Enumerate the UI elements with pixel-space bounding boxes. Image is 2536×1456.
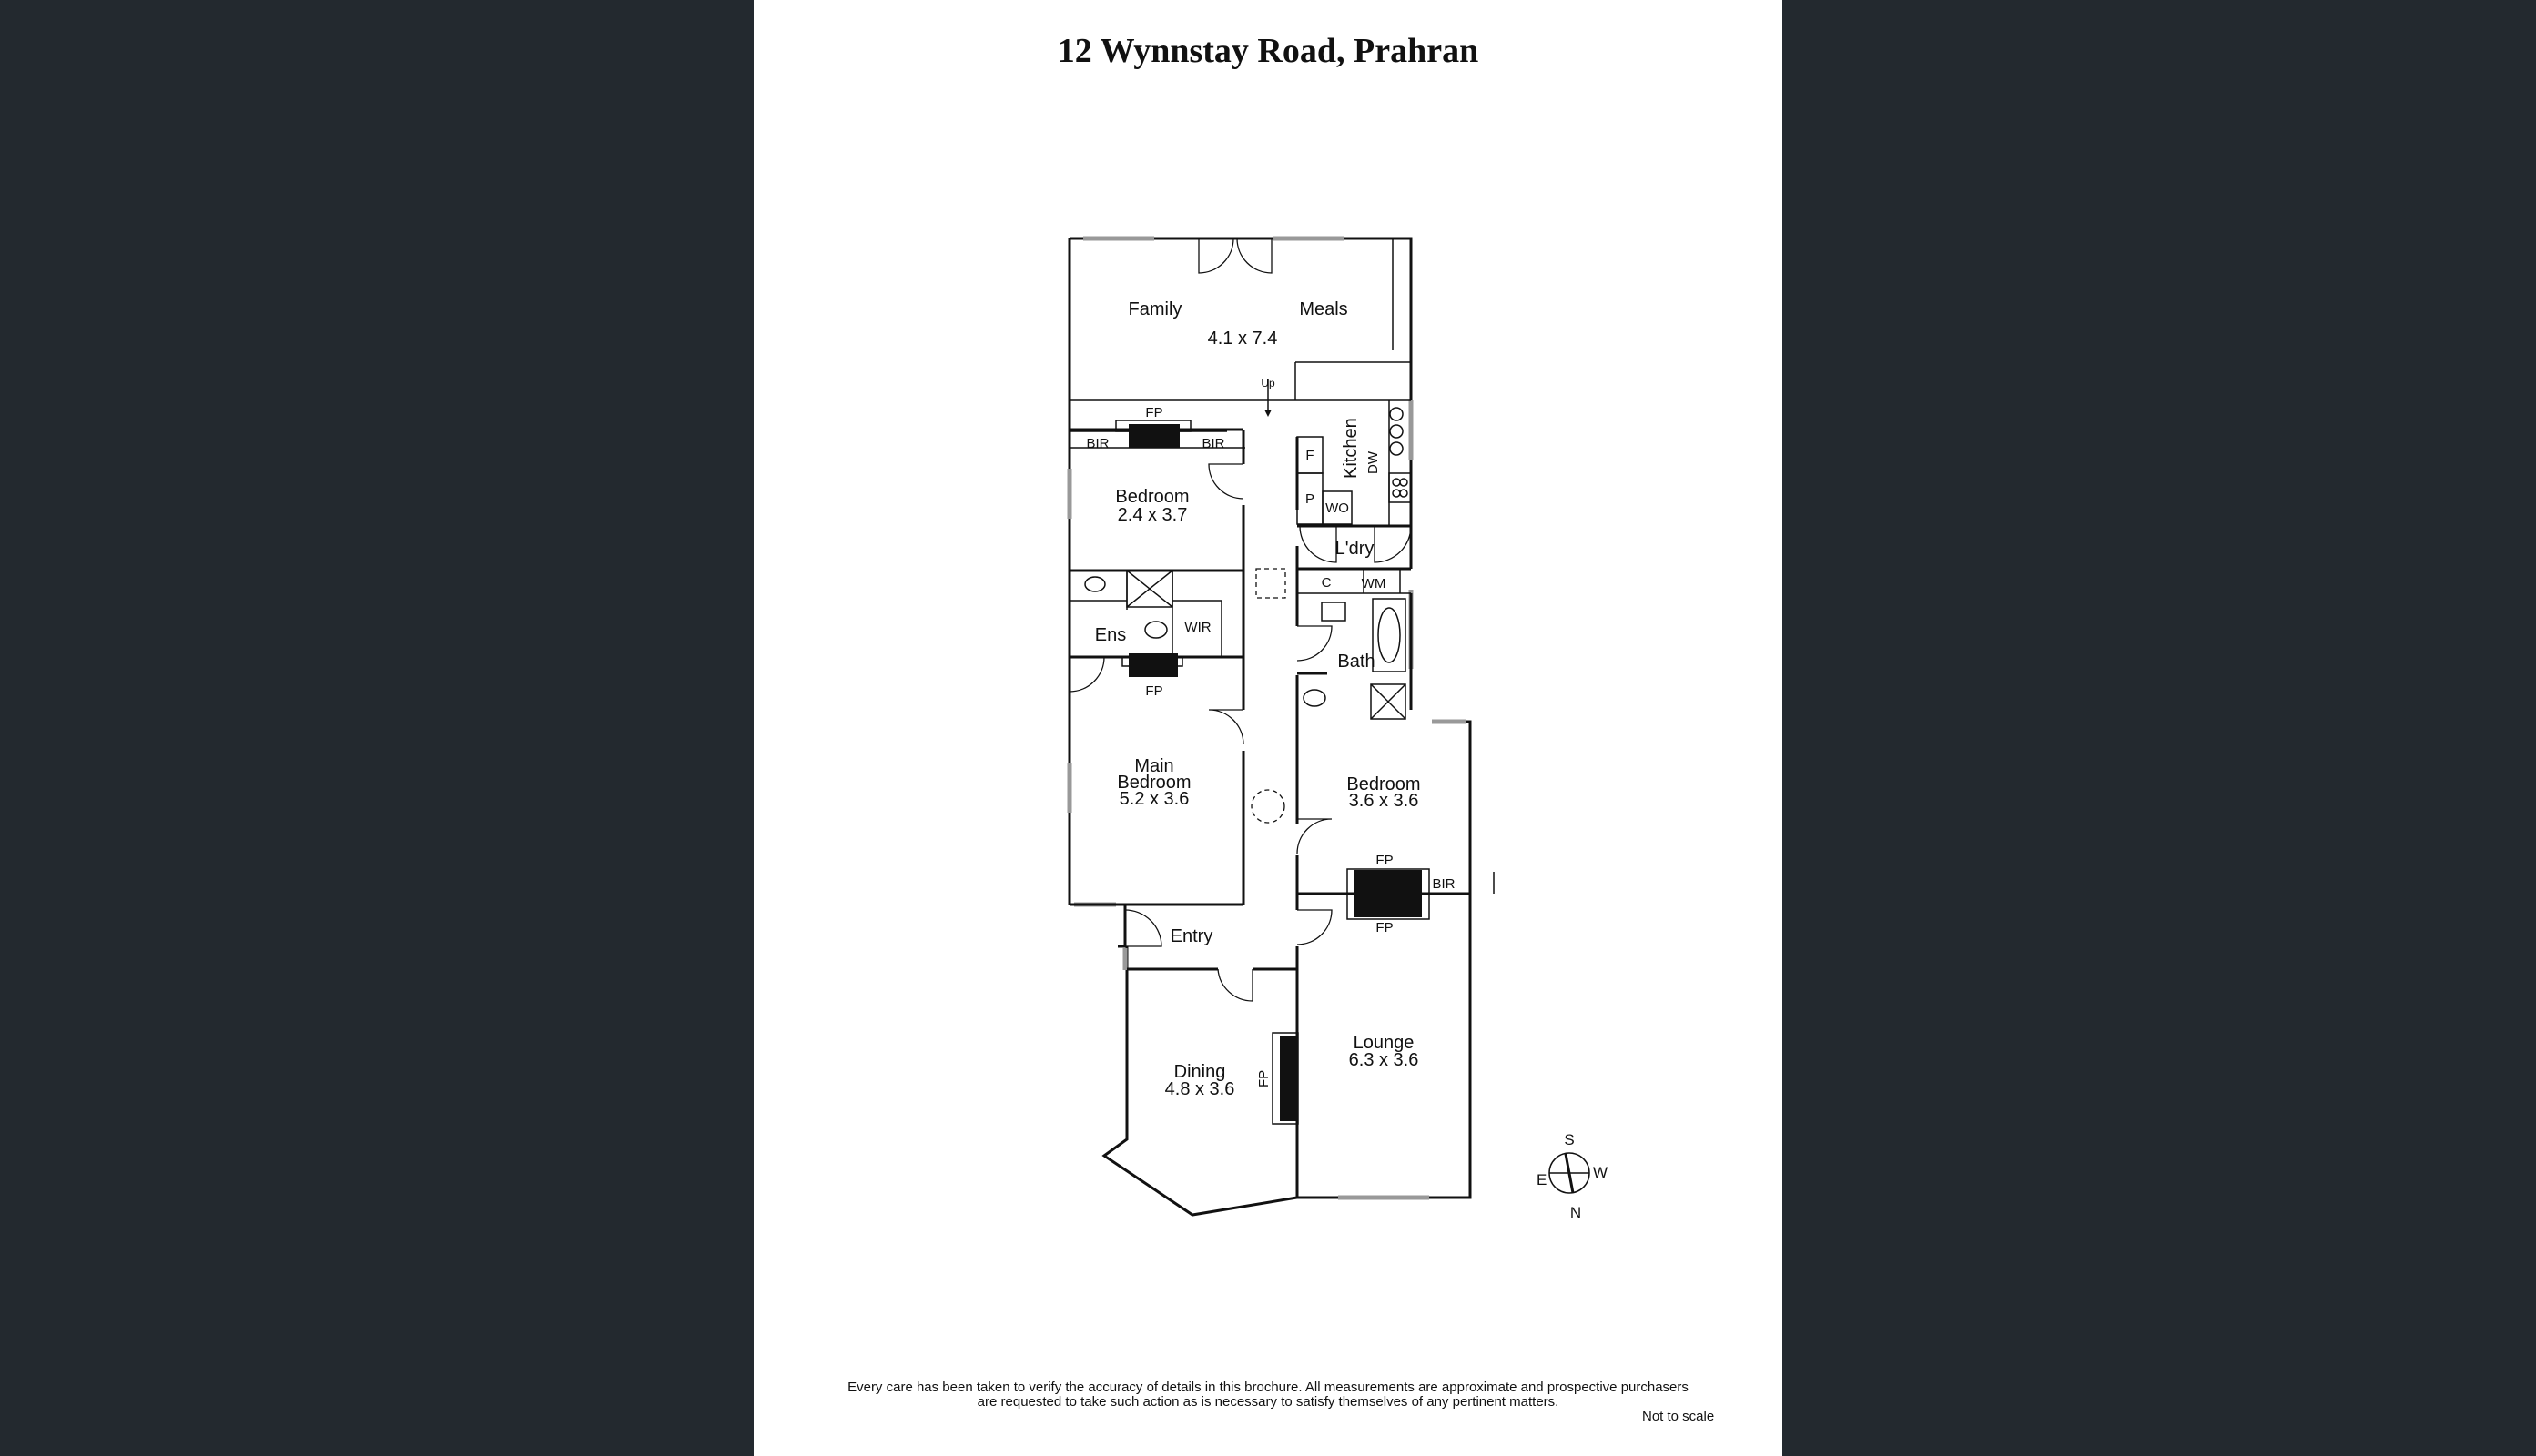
- label-main-bedroom-1: Main: [1134, 756, 1173, 776]
- label-main-bedroom-2: Bedroom: [1117, 773, 1191, 793]
- label-cupboard: C: [1322, 575, 1332, 591]
- compass-n: N: [1570, 1204, 1581, 1221]
- label-bir-2: BIR: [1202, 436, 1224, 451]
- label-wo: WO: [1325, 500, 1349, 516]
- compass-w: W: [1593, 1164, 1608, 1181]
- label-meals: Meals: [1299, 299, 1347, 319]
- label-entry: Entry: [1171, 926, 1213, 946]
- label-family-dims: 4.1 x 7.4: [1208, 329, 1278, 349]
- label-bedroom3-dims: 3.6 x 3.6: [1349, 791, 1419, 811]
- label-pantry: P: [1305, 491, 1314, 507]
- label-lounge-dims: 6.3 x 3.6: [1349, 1050, 1419, 1070]
- disclaimer-line-2: are requested to take such action as is …: [977, 1394, 1559, 1410]
- label-bir-1: BIR: [1086, 436, 1109, 451]
- label-fp-dining: FP: [1256, 1070, 1272, 1087]
- label-bath: Bath: [1337, 652, 1375, 672]
- label-wm: WM: [1362, 576, 1386, 592]
- label-fp-bed3: FP: [1375, 853, 1393, 868]
- compass-rose: S W E N: [1537, 1131, 1608, 1221]
- french-doors: [1198, 238, 1273, 274]
- fireplaces: [1115, 420, 1430, 1125]
- floorplan-drawing: Family Meals 4.1 x 7.4 Up FP BIR BIR Kit…: [1067, 236, 1608, 1221]
- label-bedroom2-dims: 2.4 x 3.7: [1118, 505, 1188, 525]
- label-lounge: Lounge: [1354, 1033, 1415, 1053]
- plan-title: 12 Wynnstay Road, Prahran: [1057, 32, 1479, 70]
- door-swings: [1069, 463, 1412, 1002]
- disclaimer: Every care has been taken to verify the …: [754, 1380, 1782, 1410]
- label-dw: DW: [1365, 450, 1381, 474]
- not-to-scale-note: Not to scale: [1642, 1409, 1715, 1424]
- compass-e: E: [1537, 1171, 1547, 1188]
- floorplan-sheet: 12 Wynnstay Road, Prahran: [754, 0, 1782, 1456]
- label-main-bedroom-dims: 5.2 x 3.6: [1120, 789, 1190, 809]
- label-bir-bed3: BIR: [1432, 876, 1455, 892]
- label-fp-ensuite: FP: [1145, 683, 1162, 699]
- label-fridge: F: [1305, 448, 1314, 463]
- bathroom-fixtures: [1084, 570, 1406, 720]
- kitchen-fixtures: [1264, 379, 1412, 525]
- label-dining: Dining: [1174, 1062, 1226, 1082]
- interior-walls: [1069, 238, 1495, 971]
- label-fp-lounge: FP: [1375, 920, 1393, 935]
- label-dining-dims: 4.8 x 3.6: [1165, 1079, 1235, 1099]
- label-fp-family: FP: [1145, 405, 1162, 420]
- label-kitchen: Kitchen: [1341, 418, 1361, 479]
- label-bedroom2: Bedroom: [1115, 487, 1189, 507]
- label-laundry: L'dry: [1335, 539, 1375, 559]
- compass-s: S: [1564, 1131, 1574, 1148]
- label-wir: WIR: [1184, 620, 1211, 635]
- label-ensuite: Ens: [1095, 625, 1126, 645]
- disclaimer-line-1: Every care has been taken to verify the …: [847, 1380, 1689, 1395]
- label-up: Up: [1261, 377, 1275, 389]
- label-family: Family: [1129, 299, 1182, 319]
- label-bedroom3: Bedroom: [1346, 774, 1420, 794]
